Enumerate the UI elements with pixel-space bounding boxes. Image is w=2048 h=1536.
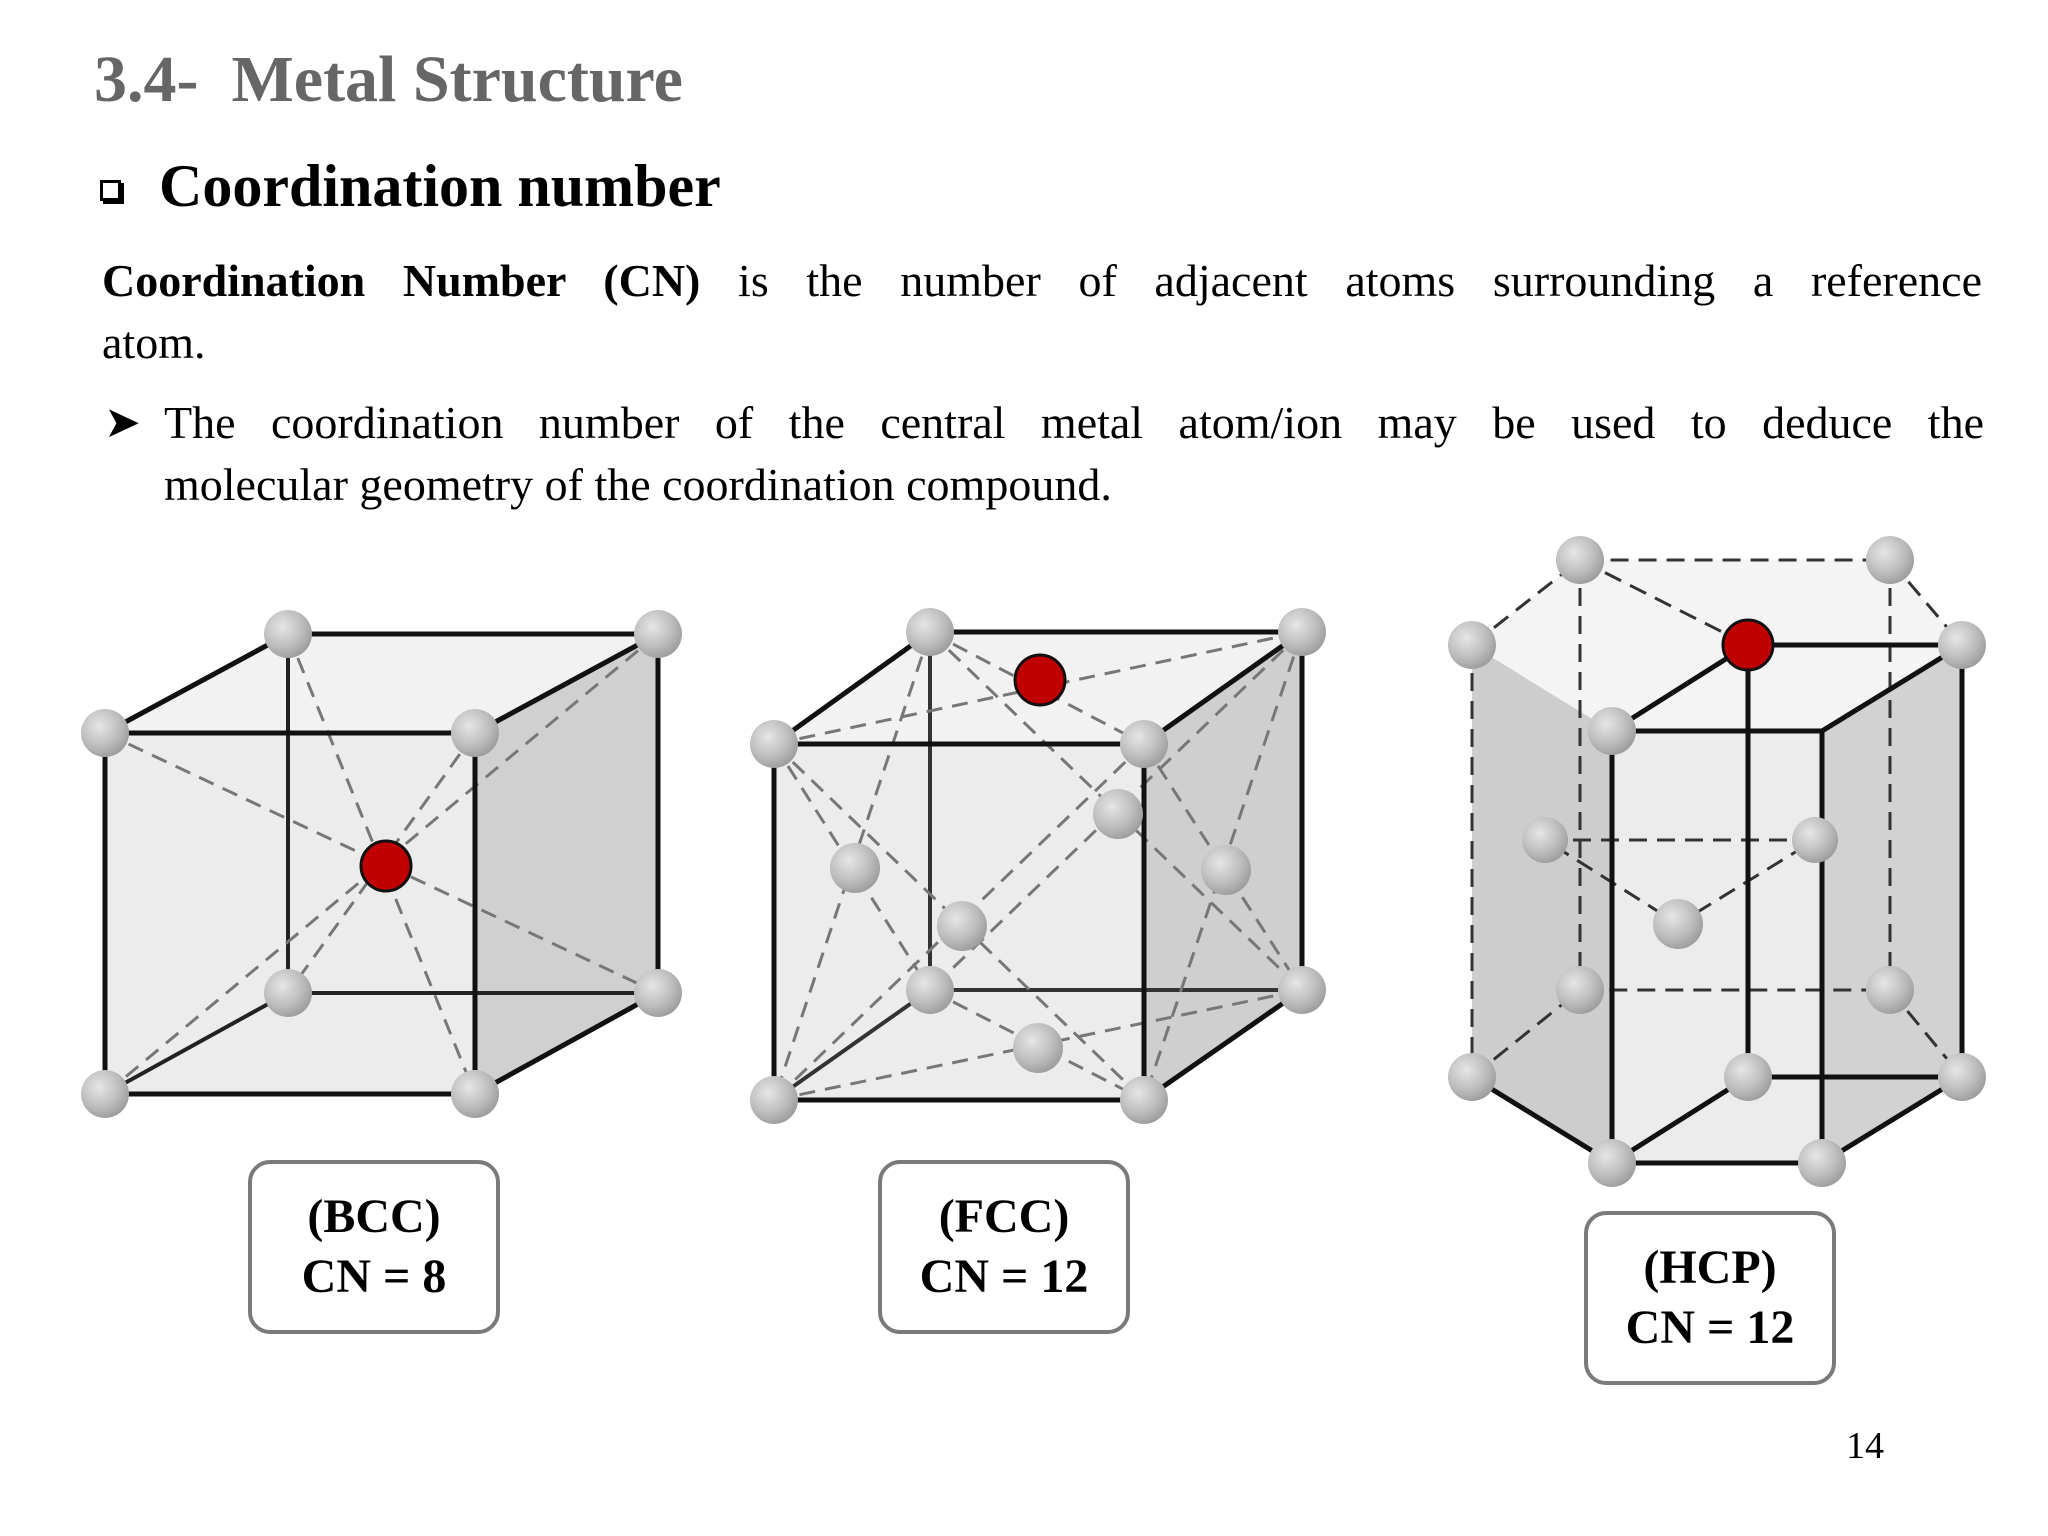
section-heading-text: Coordination number xyxy=(159,153,721,219)
bullet-point-line-2: molecular geometry of the coordination c… xyxy=(164,459,1112,510)
page-title: 3.4- Metal Structure xyxy=(94,43,683,116)
hcp-reference-atom xyxy=(1721,618,1775,672)
bcc-label: (BCC) xyxy=(307,1190,441,1243)
page-number: 14 xyxy=(1846,1425,1884,1467)
hcp-unit-cell xyxy=(1448,536,1986,1187)
bcc-reference-atom xyxy=(359,839,413,893)
fcc-cn-value: CN = 12 xyxy=(919,1250,1089,1303)
fcc-label: (FCC) xyxy=(938,1190,1070,1243)
fcc-label-box: (FCC) CN = 12 xyxy=(878,1160,1130,1334)
crystal-structures-diagram xyxy=(81,536,1986,1187)
fcc-reference-atom xyxy=(1013,653,1067,707)
definition-text: is the number of adjacent atoms surround… xyxy=(700,255,1982,306)
hcp-label-box: (HCP) CN = 12 xyxy=(1584,1211,1836,1385)
bcc-corner-atoms xyxy=(81,610,682,1118)
hcp-label: (HCP) xyxy=(1643,1241,1777,1294)
bullet-point-line-1: The coordination number of the central m… xyxy=(164,397,1984,448)
definition-paragraph: Coordination Number (CN) is the number o… xyxy=(102,250,1982,374)
fcc-unit-cell xyxy=(750,608,1326,1124)
hcp-cn-value: CN = 12 xyxy=(1625,1301,1795,1354)
square-bullet-icon xyxy=(100,180,121,201)
hcp-atoms xyxy=(1448,536,1986,1187)
bcc-unit-cell xyxy=(81,610,682,1118)
section-heading: Coordination number xyxy=(100,152,721,221)
bullet-point: ➤ The coordination number of the central… xyxy=(104,392,1984,516)
bcc-label-box: (BCC) CN = 8 xyxy=(248,1160,500,1334)
bcc-cn-value: CN = 8 xyxy=(301,1250,447,1303)
arrow-bullet-icon: ➤ xyxy=(104,398,141,447)
definition-term: Coordination Number (CN) xyxy=(102,255,701,306)
definition-line-2: atom. xyxy=(102,317,206,368)
bullet-point-text: The coordination number of the central m… xyxy=(164,392,1984,516)
fcc-atoms xyxy=(750,608,1326,1124)
definition-line-1: Coordination Number (CN) is the number o… xyxy=(102,250,1982,312)
